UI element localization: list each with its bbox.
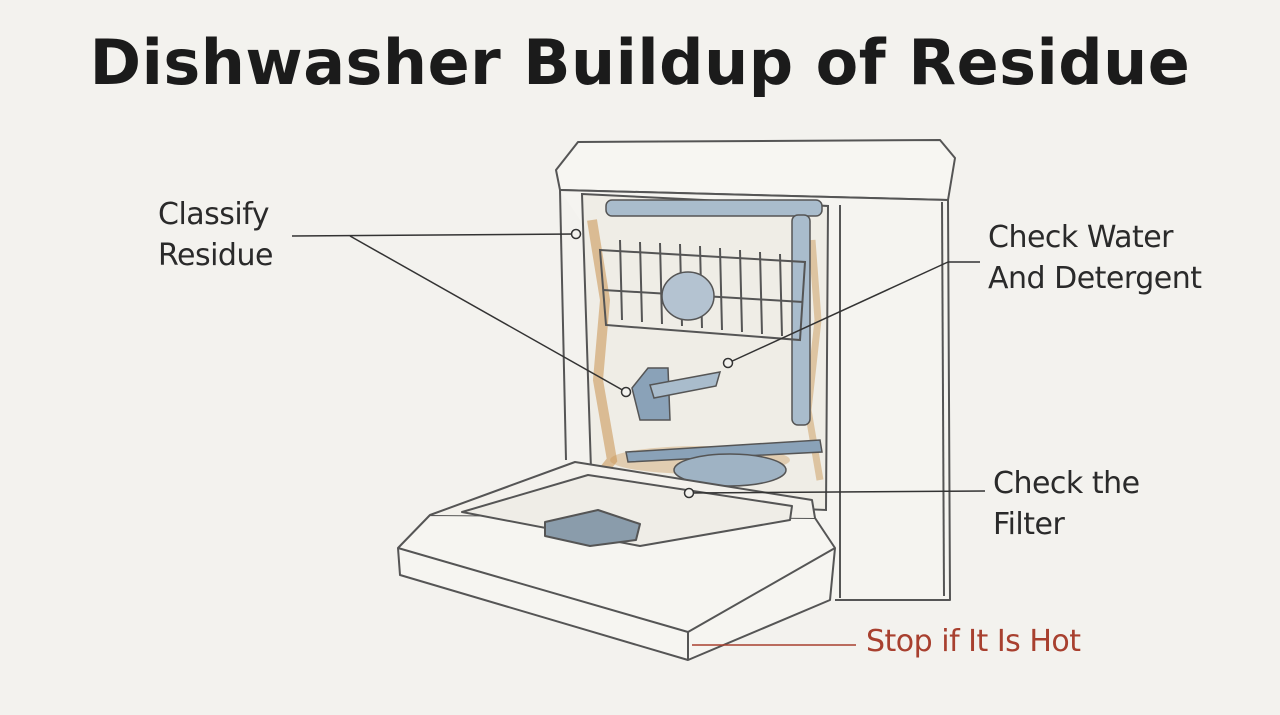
label-water-line1: Check Water <box>988 220 1174 255</box>
label-filter-line2: Filter <box>993 507 1065 542</box>
label-filter-line1: Check the <box>993 466 1140 501</box>
dishwasher-door <box>397 461 836 661</box>
label-classify-residue: Classify Residue <box>158 194 273 276</box>
dishwasher-interior <box>580 192 830 512</box>
label-stop-if-hot: Stop if It Is Hot <box>866 624 1081 659</box>
label-classify-line2: Residue <box>158 238 273 273</box>
diagram-title: Dishwasher Buildup of Residue <box>89 26 1191 99</box>
label-check-filter: Check the Filter <box>993 463 1140 545</box>
callout-dots <box>570 228 734 499</box>
callout-lines <box>291 233 986 646</box>
label-classify-line1: Classify <box>158 197 270 232</box>
label-check-water: Check Water And Detergent <box>988 217 1202 299</box>
label-water-line2: And Detergent <box>988 261 1202 296</box>
